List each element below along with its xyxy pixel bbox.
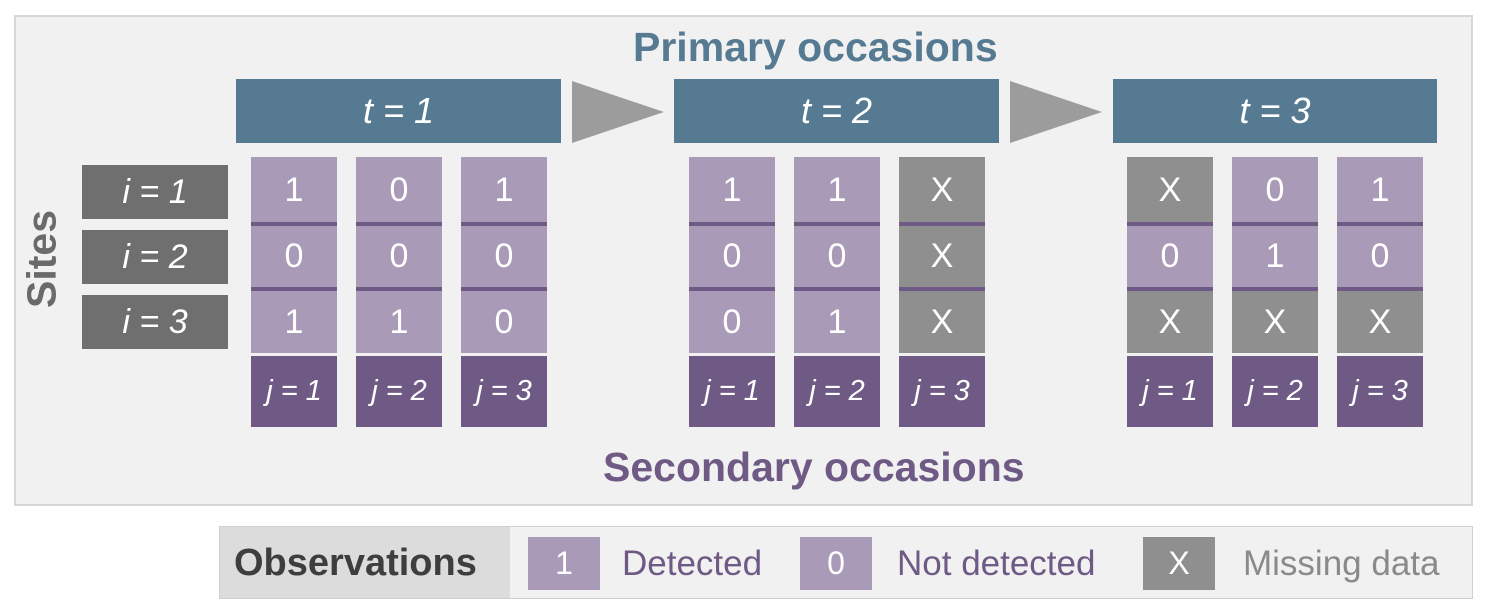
primary-occasion-2: t = 2 (674, 79, 999, 143)
observation-cell: 1 (1232, 222, 1318, 287)
secondary-occasion-label: j = 1 (251, 356, 337, 427)
observation-cell: 1 (794, 287, 880, 353)
legend-missing-label: Missing data (1243, 543, 1440, 583)
site-1: i = 1 (82, 165, 228, 219)
secondary-occasion-label: j = 3 (899, 356, 985, 427)
observation-cell: X (899, 222, 985, 287)
secondary-occasion-label: j = 3 (1337, 356, 1423, 427)
legend-items: 1 Detected 0 Not detected X Missing data (510, 527, 1472, 598)
observation-cell: 0 (1232, 157, 1318, 223)
observation-cell: 0 (461, 287, 547, 353)
observation-cell: X (1127, 157, 1213, 223)
observation-cell: 1 (251, 157, 337, 223)
arrow-right-icon (1010, 81, 1102, 143)
secondary-occasion-label: j = 1 (689, 356, 775, 427)
secondary-occasion-label: j = 1 (1127, 356, 1213, 427)
observation-cell: 0 (794, 222, 880, 287)
legend-not-detected-swatch: 0 (800, 537, 872, 590)
observation-cell: 0 (689, 287, 775, 353)
secondary-occasion-label: j = 2 (794, 356, 880, 427)
observation-cell: X (1337, 287, 1423, 353)
observation-cell: 1 (461, 157, 547, 223)
observation-cell: 0 (356, 222, 442, 287)
arrow-right-icon (572, 81, 664, 143)
primary-occasion-3: t = 3 (1113, 79, 1437, 143)
primary-occasions-title: Primary occasions (633, 24, 998, 70)
observation-cell: 1 (794, 157, 880, 223)
site-2: i = 2 (82, 230, 228, 284)
observation-cell: 0 (356, 157, 442, 223)
legend: Observations 1 Detected 0 Not detected X… (219, 526, 1473, 599)
observation-cell: X (899, 287, 985, 353)
observation-cell: 0 (461, 222, 547, 287)
observation-cell: X (899, 157, 985, 223)
secondary-occasion-label: j = 2 (1232, 356, 1318, 427)
legend-detected-swatch: 1 (528, 537, 600, 590)
legend-title: Observations (234, 542, 477, 584)
sites-label: Sites (18, 210, 65, 308)
secondary-occasion-label: j = 2 (356, 356, 442, 427)
secondary-occasion-label: j = 3 (461, 356, 547, 427)
legend-missing-swatch: X (1143, 537, 1215, 590)
legend-not-detected-label: Not detected (897, 543, 1096, 583)
secondary-occasions-title: Secondary occasions (603, 444, 1025, 490)
observation-cell: 1 (689, 157, 775, 223)
observation-cell: X (1232, 287, 1318, 353)
observation-cell: 0 (689, 222, 775, 287)
primary-occasion-1: t = 1 (236, 79, 561, 143)
observation-cell: 1 (1337, 157, 1423, 223)
observation-cell: 1 (251, 287, 337, 353)
observation-cell: 0 (1337, 222, 1423, 287)
observation-cell: X (1127, 287, 1213, 353)
observation-cell: 0 (1127, 222, 1213, 287)
legend-detected-label: Detected (622, 543, 763, 583)
site-3: i = 3 (82, 295, 228, 349)
observation-cell: 0 (251, 222, 337, 287)
observation-cell: 1 (356, 287, 442, 353)
